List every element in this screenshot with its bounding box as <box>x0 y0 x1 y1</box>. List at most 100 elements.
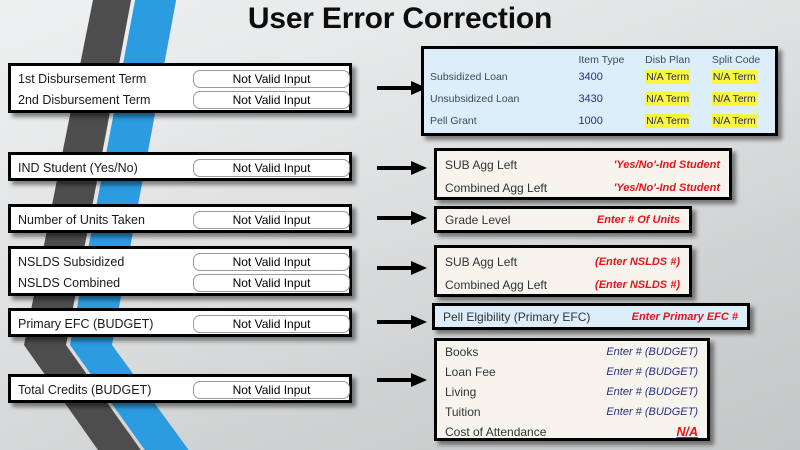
table-row[interactable]: Subsidized Loan 3400 N/A Term N/A Term <box>424 66 775 88</box>
panel-agg-nslds[interactable]: SUB Agg Left (Enter NSLDS #) Combined Ag… <box>434 245 692 297</box>
cell-disb-plan: N/A Term <box>645 110 712 132</box>
row-value: 'Yes/No'-Ind Student <box>613 181 720 194</box>
table-row[interactable]: NSLDS Subsidized Not Valid Input <box>11 251 350 272</box>
row-label: 1st Disbursement Term <box>18 71 147 86</box>
table-row[interactable]: Books Enter # (BUDGET) <box>437 342 707 362</box>
flow-arrow <box>377 161 427 175</box>
input-ind-student[interactable]: Not Valid Input <box>193 158 350 177</box>
table-row[interactable]: Living Enter # (BUDGET) <box>437 382 707 402</box>
input-units-taken[interactable]: Not Valid Input <box>193 210 350 229</box>
flow-arrow <box>377 81 427 95</box>
row-label: Primary EFC (BUDGET) <box>18 316 154 331</box>
input-primary-efc[interactable]: Not Valid Input <box>193 314 350 333</box>
row-value: Enter # Of Units <box>596 213 680 226</box>
table-row[interactable]: Total Credits (BUDGET) Not Valid Input <box>11 379 350 400</box>
panel-agg-ind-student[interactable]: SUB Agg Left 'Yes/No'-Ind Student Combin… <box>434 148 732 200</box>
page-title: User Error Correction <box>247 2 553 35</box>
row-label: Number of Units Taken <box>18 212 145 227</box>
highlight-text: N/A Term <box>711 70 757 84</box>
table-row[interactable]: 2nd Disbursement Term Not Valid Input <box>11 89 350 110</box>
input-nslds-combined[interactable]: Not Valid Input <box>193 273 350 292</box>
flow-arrow <box>377 315 427 329</box>
panel-budget-breakdown[interactable]: Books Enter # (BUDGET) Loan Fee Enter # … <box>434 338 710 441</box>
table-row[interactable]: IND Student (Yes/No) Not Valid Input <box>11 157 350 178</box>
row-label: Total Credits (BUDGET) <box>18 382 152 397</box>
table-row[interactable]: Pell Grant 1000 N/A Term N/A Term <box>424 110 775 132</box>
table-row[interactable]: Combined Agg Left (Enter NSLDS #) <box>437 273 689 296</box>
highlight-text: N/A Term <box>711 114 757 128</box>
award-table[interactable]: Item Type Disb Plan Split Code Subsidize… <box>421 46 778 136</box>
input-2nd-disbursement-term[interactable]: Not Valid Input <box>193 90 350 109</box>
table-row[interactable]: 1st Disbursement Term Not Valid Input <box>11 68 350 89</box>
highlight-text: N/A Term <box>711 92 757 106</box>
panel-primary-efc[interactable]: Primary EFC (BUDGET) Not Valid Input <box>8 308 352 337</box>
row-label: 2nd Disbursement Term <box>18 92 151 107</box>
row-label: Grade Level <box>445 212 511 227</box>
flow-arrow <box>377 261 427 275</box>
panel-pell-eligibility[interactable]: Pell Elgibility (Primary EFC) Enter Prim… <box>432 303 750 330</box>
row-value: Enter # (BUDGET) <box>606 366 698 378</box>
row-label: SUB Agg Left <box>445 157 518 172</box>
row-value: Enter # (BUDGET) <box>606 346 698 358</box>
row-label: Living <box>445 385 477 399</box>
row-value-na: N/A <box>676 425 698 439</box>
cell-disb-plan: N/A Term <box>645 88 712 110</box>
row-label: Subsidized Loan <box>430 71 508 83</box>
row-value: (Enter NSLDS #) <box>595 255 680 268</box>
table-row[interactable]: Combined Agg Left 'Yes/No'-Ind Student <box>437 176 729 199</box>
row-label: Pell Elgibility (Primary EFC) <box>443 309 591 324</box>
table-row[interactable]: SUB Agg Left 'Yes/No'-Ind Student <box>437 153 729 176</box>
cell-split-code: N/A Term <box>711 110 775 132</box>
table-row[interactable]: Unsubsidized Loan 3430 N/A Term N/A Term <box>424 88 775 110</box>
row-label: Combined Agg Left <box>445 277 548 292</box>
row-label: NSLDS Combined <box>18 275 121 290</box>
flow-arrow <box>377 373 427 387</box>
panel-total-credits[interactable]: Total Credits (BUDGET) Not Valid Input <box>8 374 352 403</box>
row-label: Books <box>445 345 479 359</box>
row-label: Tuition <box>445 405 481 419</box>
row-label: Combined Agg Left <box>445 180 548 195</box>
panel-disbursement-terms[interactable]: 1st Disbursement Term Not Valid Input 2n… <box>8 63 352 113</box>
panel-grade-level[interactable]: Grade Level Enter # Of Units <box>434 206 692 233</box>
input-nslds-subsidized[interactable]: Not Valid Input <box>193 252 350 271</box>
row-value: Enter Primary EFC # <box>631 310 738 323</box>
table-row[interactable]: Tuition Enter # (BUDGET) <box>437 402 707 422</box>
col-header-item-type: Item Type <box>578 54 625 66</box>
table-row[interactable]: SUB Agg Left (Enter NSLDS #) <box>437 250 689 273</box>
input-total-credits[interactable]: Not Valid Input <box>193 380 350 399</box>
row-value: Enter # (BUDGET) <box>606 386 698 398</box>
panel-ind-student[interactable]: IND Student (Yes/No) Not Valid Input <box>8 152 352 181</box>
table-row[interactable]: NSLDS Combined Not Valid Input <box>11 272 350 293</box>
row-label: Unsubsidized Loan <box>430 93 520 105</box>
row-value: (Enter NSLDS #) <box>595 278 680 291</box>
row-label: Pell Grant <box>430 115 477 127</box>
col-header-split-code: Split Code <box>711 54 761 66</box>
table-row[interactable]: Grade Level Enter # Of Units <box>437 209 689 230</box>
table-row[interactable]: Loan Fee Enter # (BUDGET) <box>437 362 707 382</box>
panel-units-taken[interactable]: Number of Units Taken Not Valid Input <box>8 204 352 233</box>
col-header-disb-plan: Disb Plan <box>645 54 691 66</box>
table-row[interactable]: Pell Elgibility (Primary EFC) Enter Prim… <box>435 306 747 327</box>
cell-disb-plan: N/A Term <box>645 66 712 88</box>
cell-split-code: N/A Term <box>711 88 775 110</box>
row-label: Cost of Attendance <box>445 425 547 439</box>
row-label: NSLDS Subsidized <box>18 254 125 269</box>
flow-arrow <box>377 211 427 225</box>
table-row[interactable]: Number of Units Taken Not Valid Input <box>11 209 350 230</box>
table-header-row: Item Type Disb Plan Split Code <box>424 49 775 66</box>
row-label: SUB Agg Left <box>445 254 518 269</box>
table-row[interactable]: Primary EFC (BUDGET) Not Valid Input <box>11 313 350 334</box>
row-value: Enter # (BUDGET) <box>606 406 698 418</box>
panel-nslds[interactable]: NSLDS Subsidized Not Valid Input NSLDS C… <box>8 246 352 296</box>
cell-split-code: N/A Term <box>711 66 775 88</box>
cell-item-type: 3430 <box>578 93 603 105</box>
highlight-text: N/A Term <box>645 92 691 106</box>
row-value: 'Yes/No'-Ind Student <box>613 158 720 171</box>
row-label: Loan Fee <box>445 365 496 379</box>
row-label: IND Student (Yes/No) <box>18 160 138 175</box>
table-row[interactable]: Cost of Attendance N/A <box>437 422 707 442</box>
col-header-blank <box>424 49 578 66</box>
cell-item-type: 1000 <box>578 115 603 127</box>
input-1st-disbursement-term[interactable]: Not Valid Input <box>193 69 350 88</box>
